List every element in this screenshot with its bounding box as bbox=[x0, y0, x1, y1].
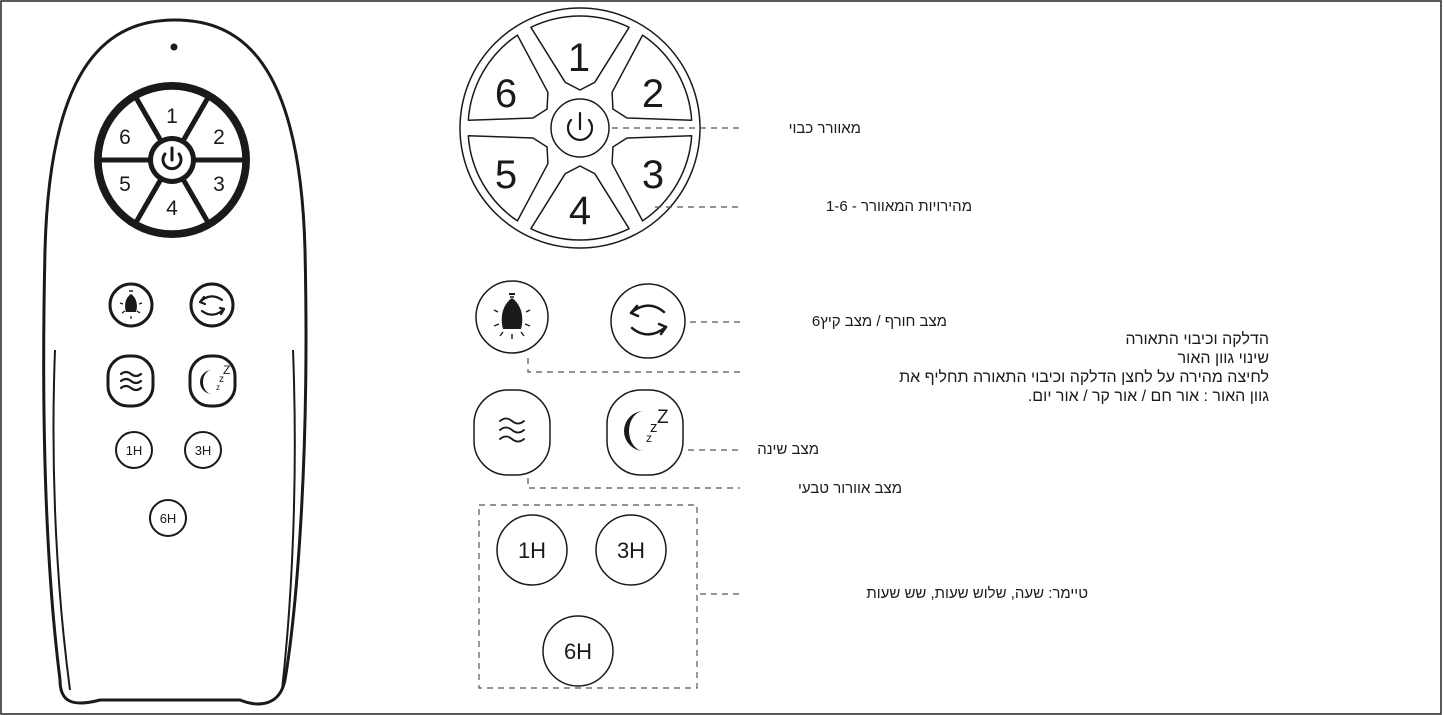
waves-icon bbox=[499, 417, 525, 443]
dial-divider bbox=[181, 95, 211, 142]
label-timer: טיימר: שעה, שלוש שעות, שש שעות bbox=[866, 585, 1088, 602]
remote-timer-1h[interactable]: 1H bbox=[115, 431, 153, 469]
leader-breeze bbox=[527, 478, 740, 489]
light-bulb-icon bbox=[119, 290, 143, 319]
remote-speed-2[interactable]: 2 bbox=[213, 126, 225, 149]
remote-control: 1 2 3 4 5 6 bbox=[42, 18, 308, 706]
remote-timer-3h[interactable]: 3H bbox=[184, 431, 222, 469]
rotate-arrows-icon bbox=[629, 304, 668, 336]
detail-light-button[interactable] bbox=[475, 280, 549, 354]
detail-speed-2[interactable]: 2 bbox=[642, 72, 664, 116]
dial-segment[interactable] bbox=[467, 34, 549, 121]
svg-text:1H: 1H bbox=[518, 538, 546, 563]
detail-natural-breeze-button[interactable] bbox=[473, 389, 551, 476]
dial-segment[interactable] bbox=[530, 165, 630, 241]
svg-text:z: z bbox=[219, 374, 224, 385]
remote-timer-6h[interactable]: 6H bbox=[149, 499, 187, 537]
label-winter-summer: מצב חורף / מצב קיץ6 bbox=[811, 313, 947, 330]
dial-segment[interactable] bbox=[611, 34, 693, 121]
label-speeds: מהירויות המאוורר - 1-6 bbox=[825, 198, 972, 215]
detail-winter-summer-button[interactable] bbox=[610, 283, 686, 359]
detail-timer-3h[interactable]: 3H bbox=[595, 514, 667, 586]
waves-icon bbox=[119, 370, 143, 392]
dial-divider bbox=[133, 178, 163, 225]
remote-winter-summer-button[interactable] bbox=[189, 282, 235, 328]
label-light-line2: שינוי גוון האור bbox=[1177, 350, 1269, 367]
svg-text:Z: Z bbox=[223, 363, 230, 377]
rotate-arrows-icon bbox=[198, 295, 226, 316]
remote-speed-dial: 1 2 3 4 5 6 bbox=[94, 82, 250, 238]
remote-edge-right bbox=[281, 349, 296, 691]
remote-speed-4[interactable]: 4 bbox=[166, 197, 178, 220]
svg-text:3H: 3H bbox=[617, 538, 645, 563]
label-light-title: הדלקה וכיבוי התאורה bbox=[1125, 331, 1269, 348]
svg-text:Z: Z bbox=[657, 407, 669, 428]
dial-segment[interactable] bbox=[530, 15, 630, 91]
svg-text:z: z bbox=[216, 383, 220, 392]
remote-natural-breeze-button[interactable] bbox=[106, 354, 155, 408]
detail-speed-4[interactable]: 4 bbox=[569, 189, 591, 233]
indicator-led bbox=[170, 43, 178, 51]
dial-divider bbox=[133, 95, 163, 142]
svg-text:6H: 6H bbox=[564, 639, 592, 664]
moon-zzz-icon: z z Z bbox=[624, 407, 669, 451]
remote-speed-6[interactable]: 6 bbox=[119, 126, 131, 149]
detail-timer-1h[interactable]: 1H bbox=[496, 514, 568, 586]
detail-sleep-button[interactable]: z z Z bbox=[606, 389, 684, 476]
dial-divider bbox=[181, 178, 211, 225]
dial-segment[interactable] bbox=[467, 135, 549, 222]
detail-speed-dial: 1 2 3 4 5 6 bbox=[459, 7, 701, 249]
svg-text:z: z bbox=[646, 431, 652, 445]
dial-segment[interactable] bbox=[611, 135, 693, 222]
remote-speed-5[interactable]: 5 bbox=[119, 173, 131, 196]
leader-lines bbox=[527, 127, 740, 595]
remote-light-button[interactable] bbox=[108, 282, 154, 328]
power-icon bbox=[566, 111, 594, 142]
label-natural-breeze: מצב אוורור טבעי bbox=[797, 480, 902, 497]
remote-sleep-button[interactable]: z z Z bbox=[188, 354, 237, 408]
power-icon bbox=[161, 146, 183, 171]
detail-speed-6[interactable]: 6 bbox=[495, 72, 517, 116]
remote-speed-1[interactable]: 1 bbox=[166, 105, 178, 128]
label-light-line4: גוון האור : אור חם / אור קר / אור יום. bbox=[1027, 388, 1269, 405]
light-bulb-icon bbox=[493, 293, 531, 339]
svg-text:z: z bbox=[650, 419, 658, 436]
label-power-off: מאוורר כבוי bbox=[788, 120, 861, 137]
svg-text:1H: 1H bbox=[126, 443, 143, 458]
label-sleep-mode: מצב שינה bbox=[757, 441, 819, 458]
timer-group-box bbox=[478, 504, 698, 689]
leader-light bbox=[527, 358, 740, 373]
label-light-line3: לחיצה מהירה על לחצן הדלקה וכיבוי התאורה … bbox=[899, 369, 1269, 386]
svg-text:3H: 3H bbox=[195, 443, 212, 458]
detail-speed-5[interactable]: 5 bbox=[495, 153, 517, 197]
detail-speed-3[interactable]: 3 bbox=[642, 153, 664, 197]
svg-text:6H: 6H bbox=[160, 511, 177, 526]
remote-speed-3[interactable]: 3 bbox=[213, 173, 225, 196]
detail-speed-1[interactable]: 1 bbox=[568, 36, 590, 80]
detail-timer-6h[interactable]: 6H bbox=[542, 615, 614, 687]
remote-edge-left bbox=[52, 349, 71, 691]
moon-zzz-icon: z z Z bbox=[200, 363, 230, 394]
